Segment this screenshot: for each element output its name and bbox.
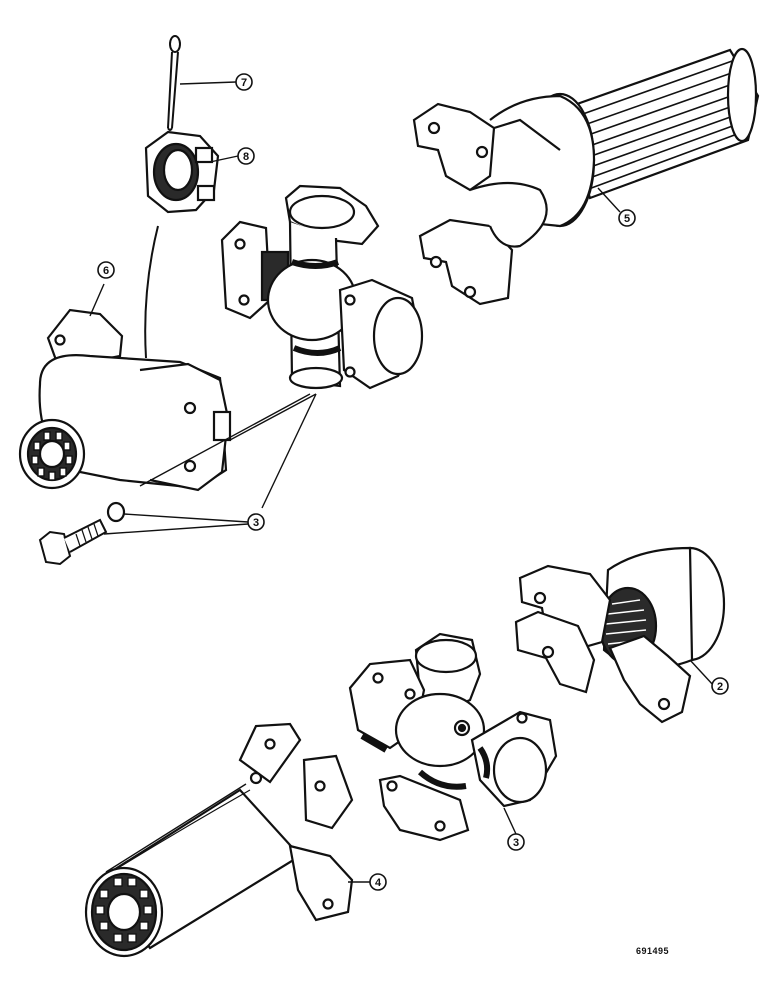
callout-2-number: 2 xyxy=(717,681,723,693)
castellated-nut xyxy=(144,130,220,214)
callout-4-number: 4 xyxy=(375,877,382,889)
lock-washer xyxy=(106,501,126,523)
universal-joint-cross-bottom xyxy=(348,632,558,842)
callout-5: 5 xyxy=(618,209,636,227)
leader-lines xyxy=(89,81,715,883)
callout-2: 2 xyxy=(711,677,729,695)
callout-3-bottom: 3 xyxy=(507,833,525,851)
callout-7: 7 xyxy=(235,73,253,91)
callout-8-number: 8 xyxy=(243,151,249,163)
cap-screw xyxy=(38,518,108,566)
callout-3-bottom-number: 3 xyxy=(513,837,519,849)
flange-yoke xyxy=(18,308,232,492)
callout-5-number: 5 xyxy=(624,213,630,225)
callout-6-number: 6 xyxy=(103,265,109,277)
slip-yoke xyxy=(514,546,726,724)
callout-8: 8 xyxy=(237,147,255,165)
universal-joint-cross-top xyxy=(220,184,424,390)
callout-3-top-number: 3 xyxy=(253,517,259,529)
tube-slip-yoke xyxy=(84,722,354,958)
callout-4: 4 xyxy=(369,873,387,891)
callout-7-number: 7 xyxy=(241,77,247,89)
callout-6: 6 xyxy=(97,261,115,279)
drawing-reference-code: 691495 xyxy=(636,946,670,956)
callout-3-top: 3 xyxy=(247,513,265,531)
splined-shaft-yoke xyxy=(412,47,760,306)
cotter-pin xyxy=(167,35,181,131)
